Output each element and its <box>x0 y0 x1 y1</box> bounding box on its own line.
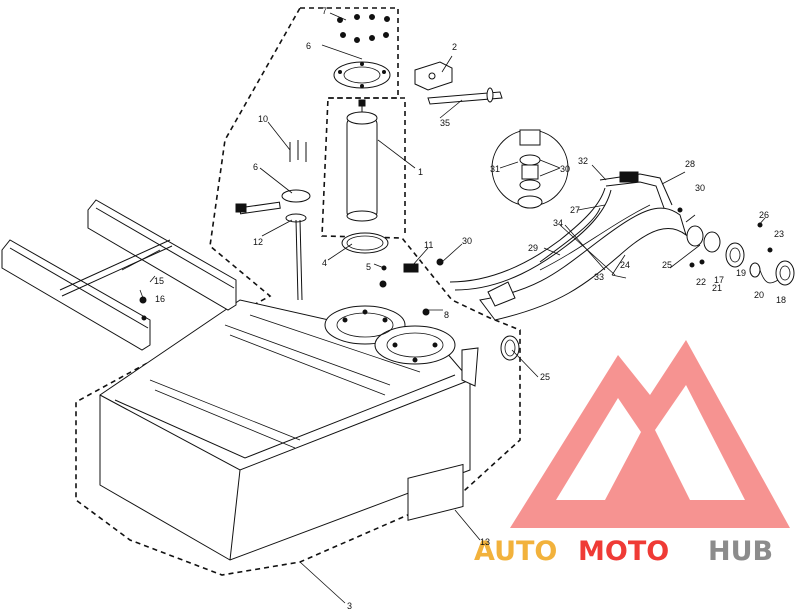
fuel-pump <box>346 99 378 222</box>
screw-set <box>337 14 390 43</box>
callout-8: 8 <box>444 310 449 320</box>
bracket-and-rod <box>414 61 503 105</box>
automotohub-watermark: AUTO MOTO HUB <box>474 340 790 567</box>
callout-21: 21 <box>712 283 722 293</box>
callout-2: 2 <box>452 42 457 52</box>
frame-rail <box>1 199 237 351</box>
callout-18: 18 <box>776 295 786 305</box>
callout-25a: 25 <box>662 260 672 270</box>
callout-1: 1 <box>418 167 423 177</box>
callout-28: 28 <box>685 159 695 169</box>
lock-ring <box>333 61 391 89</box>
callout-19: 19 <box>736 268 746 278</box>
callout-32: 32 <box>578 156 588 166</box>
leader-lines <box>121 12 766 604</box>
callout-3: 3 <box>347 601 352 609</box>
callout-30c: 30 <box>560 164 570 174</box>
fuel-sender-unit <box>235 140 311 301</box>
small-bolts <box>379 207 773 316</box>
vent-hose <box>449 187 612 307</box>
callout-11: 11 <box>424 240 433 250</box>
fuel-tank <box>99 299 471 561</box>
callout-30a: 30 <box>462 236 472 246</box>
callout-7: 7 <box>322 6 327 16</box>
logo-word-hub: HUB <box>708 536 773 567</box>
logo-word-auto: AUTO <box>474 536 557 567</box>
callout-15: 15 <box>154 276 164 286</box>
callout-25b: 25 <box>540 372 550 382</box>
callout-20: 20 <box>754 290 764 300</box>
callout-29: 29 <box>528 243 538 253</box>
callout-33: 33 <box>594 272 604 282</box>
fuel-cap <box>749 260 795 286</box>
callout-12: 12 <box>253 237 263 247</box>
callout-13: 13 <box>480 537 490 547</box>
pump-cover-dash <box>328 97 406 236</box>
callout-6a: 6 <box>306 41 311 51</box>
callout-35: 35 <box>440 118 450 128</box>
tank-label-plate <box>407 463 464 521</box>
callout-5: 5 <box>366 262 371 272</box>
callout-17: 17 <box>714 275 724 285</box>
callout-6b: 6 <box>253 162 258 172</box>
filler-neck <box>479 171 687 321</box>
callout-24: 24 <box>620 260 630 270</box>
callout-16: 16 <box>155 294 165 304</box>
tank-flange <box>324 305 479 387</box>
clamp-ring <box>500 225 745 361</box>
callout-22: 22 <box>696 277 706 287</box>
callout-10: 10 <box>258 114 268 124</box>
callout-34: 34 <box>553 218 563 228</box>
callout-27: 27 <box>570 205 580 215</box>
logo-word-moto: MOTO <box>578 536 669 567</box>
callout-4: 4 <box>322 258 327 268</box>
callout-31: 31 <box>490 164 500 174</box>
detail-inset <box>491 129 569 209</box>
callout-labels: 1 2 3 4 5 6 6 7 8 10 11 12 13 15 16 17 1… <box>154 6 786 609</box>
logo-triangle-mark <box>510 340 790 528</box>
callout-26: 26 <box>759 210 769 220</box>
callout-23: 23 <box>774 229 784 239</box>
callout-30b: 30 <box>695 183 705 193</box>
